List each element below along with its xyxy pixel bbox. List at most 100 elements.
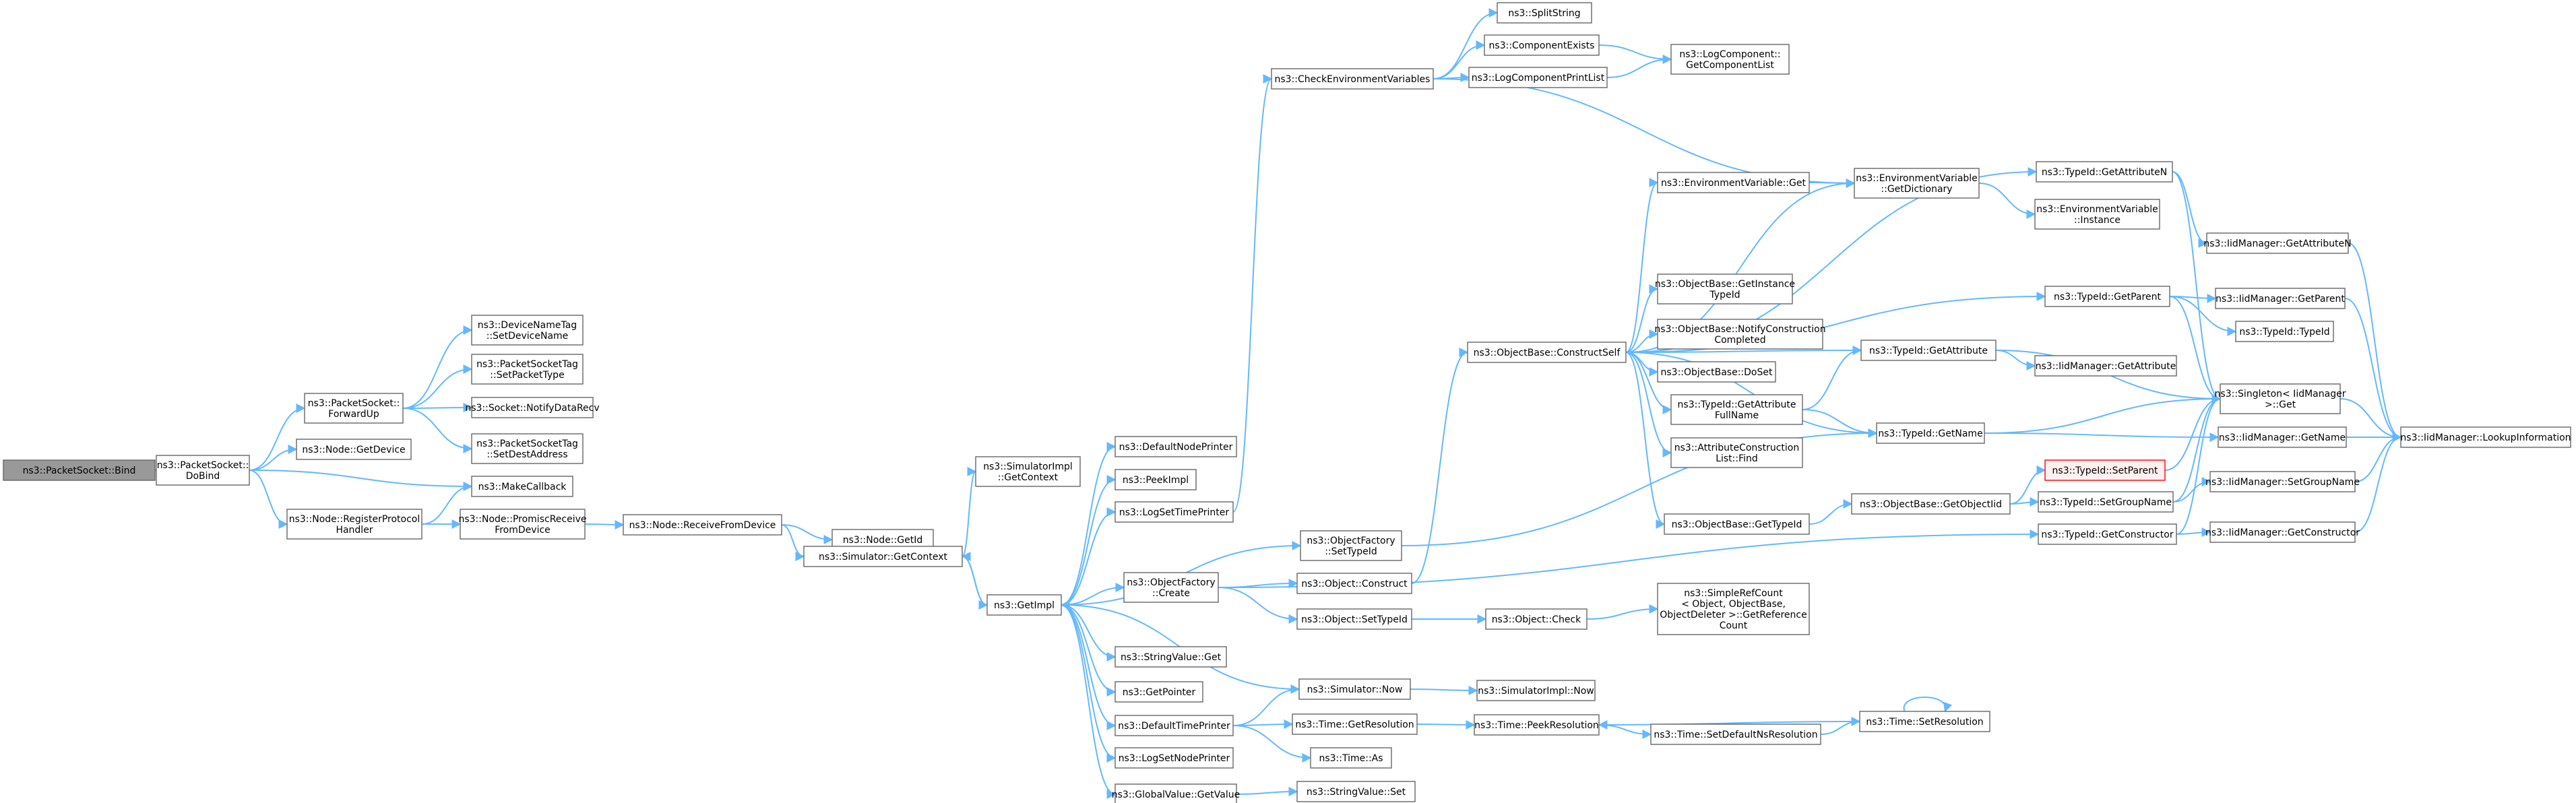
node-typeidgetattrn[interactable]: ns3::TypeId::GetAttributeN [2036, 161, 2173, 183]
edge-constructself-to-typeidgetname [1625, 352, 1878, 438]
node-box [1497, 2, 1592, 24]
node-bind[interactable]: ns3::PacketSocket::Bind [3, 459, 156, 481]
node-label: ns3::PacketSocket:: [157, 460, 249, 471]
node-constructself[interactable]: ns3::ObjectBase::ConstructSelf [1467, 342, 1627, 363]
node-splitstring[interactable]: ns3::SplitString [1497, 2, 1592, 24]
node-setdestaddress[interactable]: ns3::PacketSocketTag::SetDestAddress [471, 433, 584, 464]
node-defaulttimeprinter[interactable]: ns3::DefaultTimePrinter [1114, 715, 1234, 736]
node-typeidsetparent[interactable]: ns3::TypeId::SetParent [2044, 459, 2166, 481]
node-defaultnodeprinter[interactable]: ns3::DefaultNodePrinter [1114, 436, 1237, 457]
node-logcomponentprintlist[interactable]: ns3::LogComponentPrintList [1468, 67, 1608, 88]
node-label: ns3::TypeId::TypeId [2239, 327, 2329, 338]
node-devicenametag[interactable]: ns3::DeviceNameTag::SetDeviceName [471, 315, 584, 346]
node-label: ::SetDestAddress [486, 449, 567, 460]
node-singletonget[interactable]: ns3::Singleton< IidManager>::Get [2215, 383, 2346, 414]
edge-iidgetattrn-to-iidlookupinfo [2348, 243, 2402, 442]
node-typeidgetparent[interactable]: ns3::TypeId::GetParent [2044, 286, 2170, 307]
node-label: ns3::IidManager::GetAttribute [2036, 361, 2176, 372]
node-envvarget[interactable]: ns3::EnvironmentVariable::Get [1657, 172, 1810, 193]
node-setpackettype[interactable]: ns3::PacketSocketTag::SetPacketType [471, 354, 584, 385]
node-box [1114, 715, 1234, 736]
node-dobind[interactable]: ns3::PacketSocket::DoBind [156, 455, 250, 486]
node-logcomponentgetlist[interactable]: ns3::LogComponent::GetComponentList [1670, 44, 1790, 75]
node-label: ns3::LogComponentPrintList [1472, 73, 1605, 84]
node-typeidgetconstructor[interactable]: ns3::TypeId::GetConstructor [2038, 523, 2177, 545]
node-objectconstruct[interactable]: ns3::Object::Construct [1296, 573, 1412, 594]
node-typeidgetattribute[interactable]: ns3::TypeId::GetAttribute [1860, 340, 1997, 361]
node-box [1114, 501, 1234, 523]
node-typeidsetgroupname[interactable]: ns3::TypeId::SetGroupName [2038, 491, 2174, 513]
node-label: ns3::TypeId::GetName [1878, 428, 1982, 439]
node-timegetresolution[interactable]: ns3::Time::GetResolution [1292, 713, 1418, 735]
node-forwardup[interactable]: ns3::PacketSocket::ForwardUp [304, 393, 404, 424]
node-objbasegettypeid[interactable]: ns3::ObjectBase::GetTypeId [1664, 513, 1810, 535]
node-peekimpl[interactable]: ns3::PeekImpl [1114, 469, 1197, 490]
node-box [1657, 319, 1823, 350]
edge-simnow-to-simimplnow [1410, 685, 1478, 695]
node-logsettimeprinter[interactable]: ns3::LogSetTimePrinter [1114, 501, 1234, 523]
node-setdefaultnsres[interactable]: ns3::Time::SetDefaultNsResolution [1650, 724, 1821, 745]
node-simimplnow[interactable]: ns3::SimulatorImpl::Now [1476, 680, 1596, 701]
node-receivefromdevice[interactable]: ns3::Node::ReceiveFromDevice [623, 514, 782, 536]
node-getimpl[interactable]: ns3::GetImpl [986, 594, 1062, 616]
node-peekresolution[interactable]: ns3::Time::PeekResolution [1474, 714, 1600, 736]
node-label: ns3::ObjectBase::DoSet [1661, 367, 1773, 378]
node-box [2044, 286, 2170, 307]
node-iidgetname[interactable]: ns3::IidManager::GetName [2218, 426, 2347, 448]
node-checkenv[interactable]: ns3::CheckEnvironmentVariables [1271, 68, 1434, 90]
node-simgetcontext[interactable]: ns3::Simulator::GetContext [803, 546, 963, 567]
node-nodegetdevice[interactable]: ns3::Node::GetDevice [296, 439, 412, 460]
node-notifydatarecv[interactable]: ns3::Socket::NotifyDataRecv [465, 397, 600, 418]
node-objfactorycreate[interactable]: ns3::ObjectFactory::Create [1123, 572, 1219, 603]
node-logsetnodeprinter[interactable]: ns3::LogSetNodePrinter [1114, 747, 1234, 769]
node-box [2220, 383, 2341, 414]
node-envvargetdict[interactable]: ns3::EnvironmentVariable::GetDictionary [1854, 168, 1980, 199]
node-simplerefcount[interactable]: ns3::SimpleRefCount< Object, ObjectBase,… [1657, 583, 1810, 635]
node-objfactorysettypeid[interactable]: ns3::ObjectFactory::SetTypeId [1300, 530, 1402, 561]
node-iidgetattrn[interactable]: ns3::IidManager::GetAttributeN [2203, 232, 2352, 254]
node-envvarinstance[interactable]: ns3::EnvironmentVariable::Instance [2034, 199, 2160, 230]
node-timeas[interactable]: ns3::Time::As [1310, 747, 1392, 769]
node-iidgetattribute[interactable]: ns3::IidManager::GetAttribute [2034, 355, 2177, 377]
edge-globalvaluegetvalue-to-stringvalueset [1236, 787, 1298, 797]
node-typeidtypeid[interactable]: ns3::TypeId::TypeId [2235, 321, 2334, 342]
node-objectcheck[interactable]: ns3::Object::Check [1485, 608, 1588, 630]
node-box [1310, 747, 1392, 769]
node-objectsettypeid[interactable]: ns3::Object::SetTypeId [1296, 608, 1412, 630]
edge-dobind-to-registerprotocol [249, 470, 288, 529]
node-label: ObjectDeleter >::GetReference [1660, 610, 1807, 620]
node-iidsetgroupname[interactable]: ns3::IidManager::SetGroupName [2205, 471, 2360, 492]
node-simnow[interactable]: ns3::Simulator::Now [1298, 678, 1411, 700]
node-stringvalueset[interactable]: ns3::StringValue::Set [1296, 781, 1416, 802]
node-doset[interactable]: ns3::ObjectBase::DoSet [1657, 361, 1776, 383]
node-label: ns3::Node::GetDevice [302, 445, 405, 455]
node-makecallback[interactable]: ns3::MakeCallback [471, 476, 573, 497]
node-getobjectiid[interactable]: ns3::ObjectBase::GetObjectIid [1851, 493, 2011, 515]
node-label: ns3::GlobalValue::GetValue [1112, 790, 1240, 800]
node-componentexists[interactable]: ns3::ComponentExists [1484, 34, 1600, 56]
node-getpointer[interactable]: ns3::GetPointer [1114, 681, 1203, 703]
node-notifyconstruction[interactable]: ns3::ObjectBase::NotifyConstructionCompl… [1654, 319, 1826, 350]
node-typeidgetname[interactable]: ns3::TypeId::GetName [1876, 422, 1985, 444]
node-setresolution[interactable]: ns3::Time::SetResolution [1859, 711, 1990, 732]
node-iidgetparent[interactable]: ns3::IidManager::GetParent [2215, 288, 2346, 309]
node-label: TypeId [1709, 290, 1740, 300]
node-box [1657, 274, 1793, 304]
edge-getattrfullname-to-typeidgetattribute [1802, 346, 1862, 410]
node-globalvaluegetvalue[interactable]: ns3::GlobalValue::GetValue [1112, 783, 1240, 803]
node-iidlookupinfo[interactable]: ns3::IidManager::LookupInformation [2400, 426, 2571, 448]
node-box [1298, 678, 1411, 700]
node-simimplgetcontext[interactable]: ns3::SimulatorImpl::GetContext [975, 456, 1081, 487]
node-box [1114, 783, 1237, 803]
node-label: ns3::TypeId::GetAttribute [1678, 399, 1796, 410]
edge-iidgetparent-to-iidlookupinfo [2344, 298, 2402, 442]
node-iidgetconstructor[interactable]: ns3::IidManager::GetConstructor [2205, 521, 2360, 543]
edge-promiscreceive-to-receivefromdevice [584, 519, 625, 529]
node-stringvalueget[interactable]: ns3::StringValue::Get [1114, 646, 1227, 668]
